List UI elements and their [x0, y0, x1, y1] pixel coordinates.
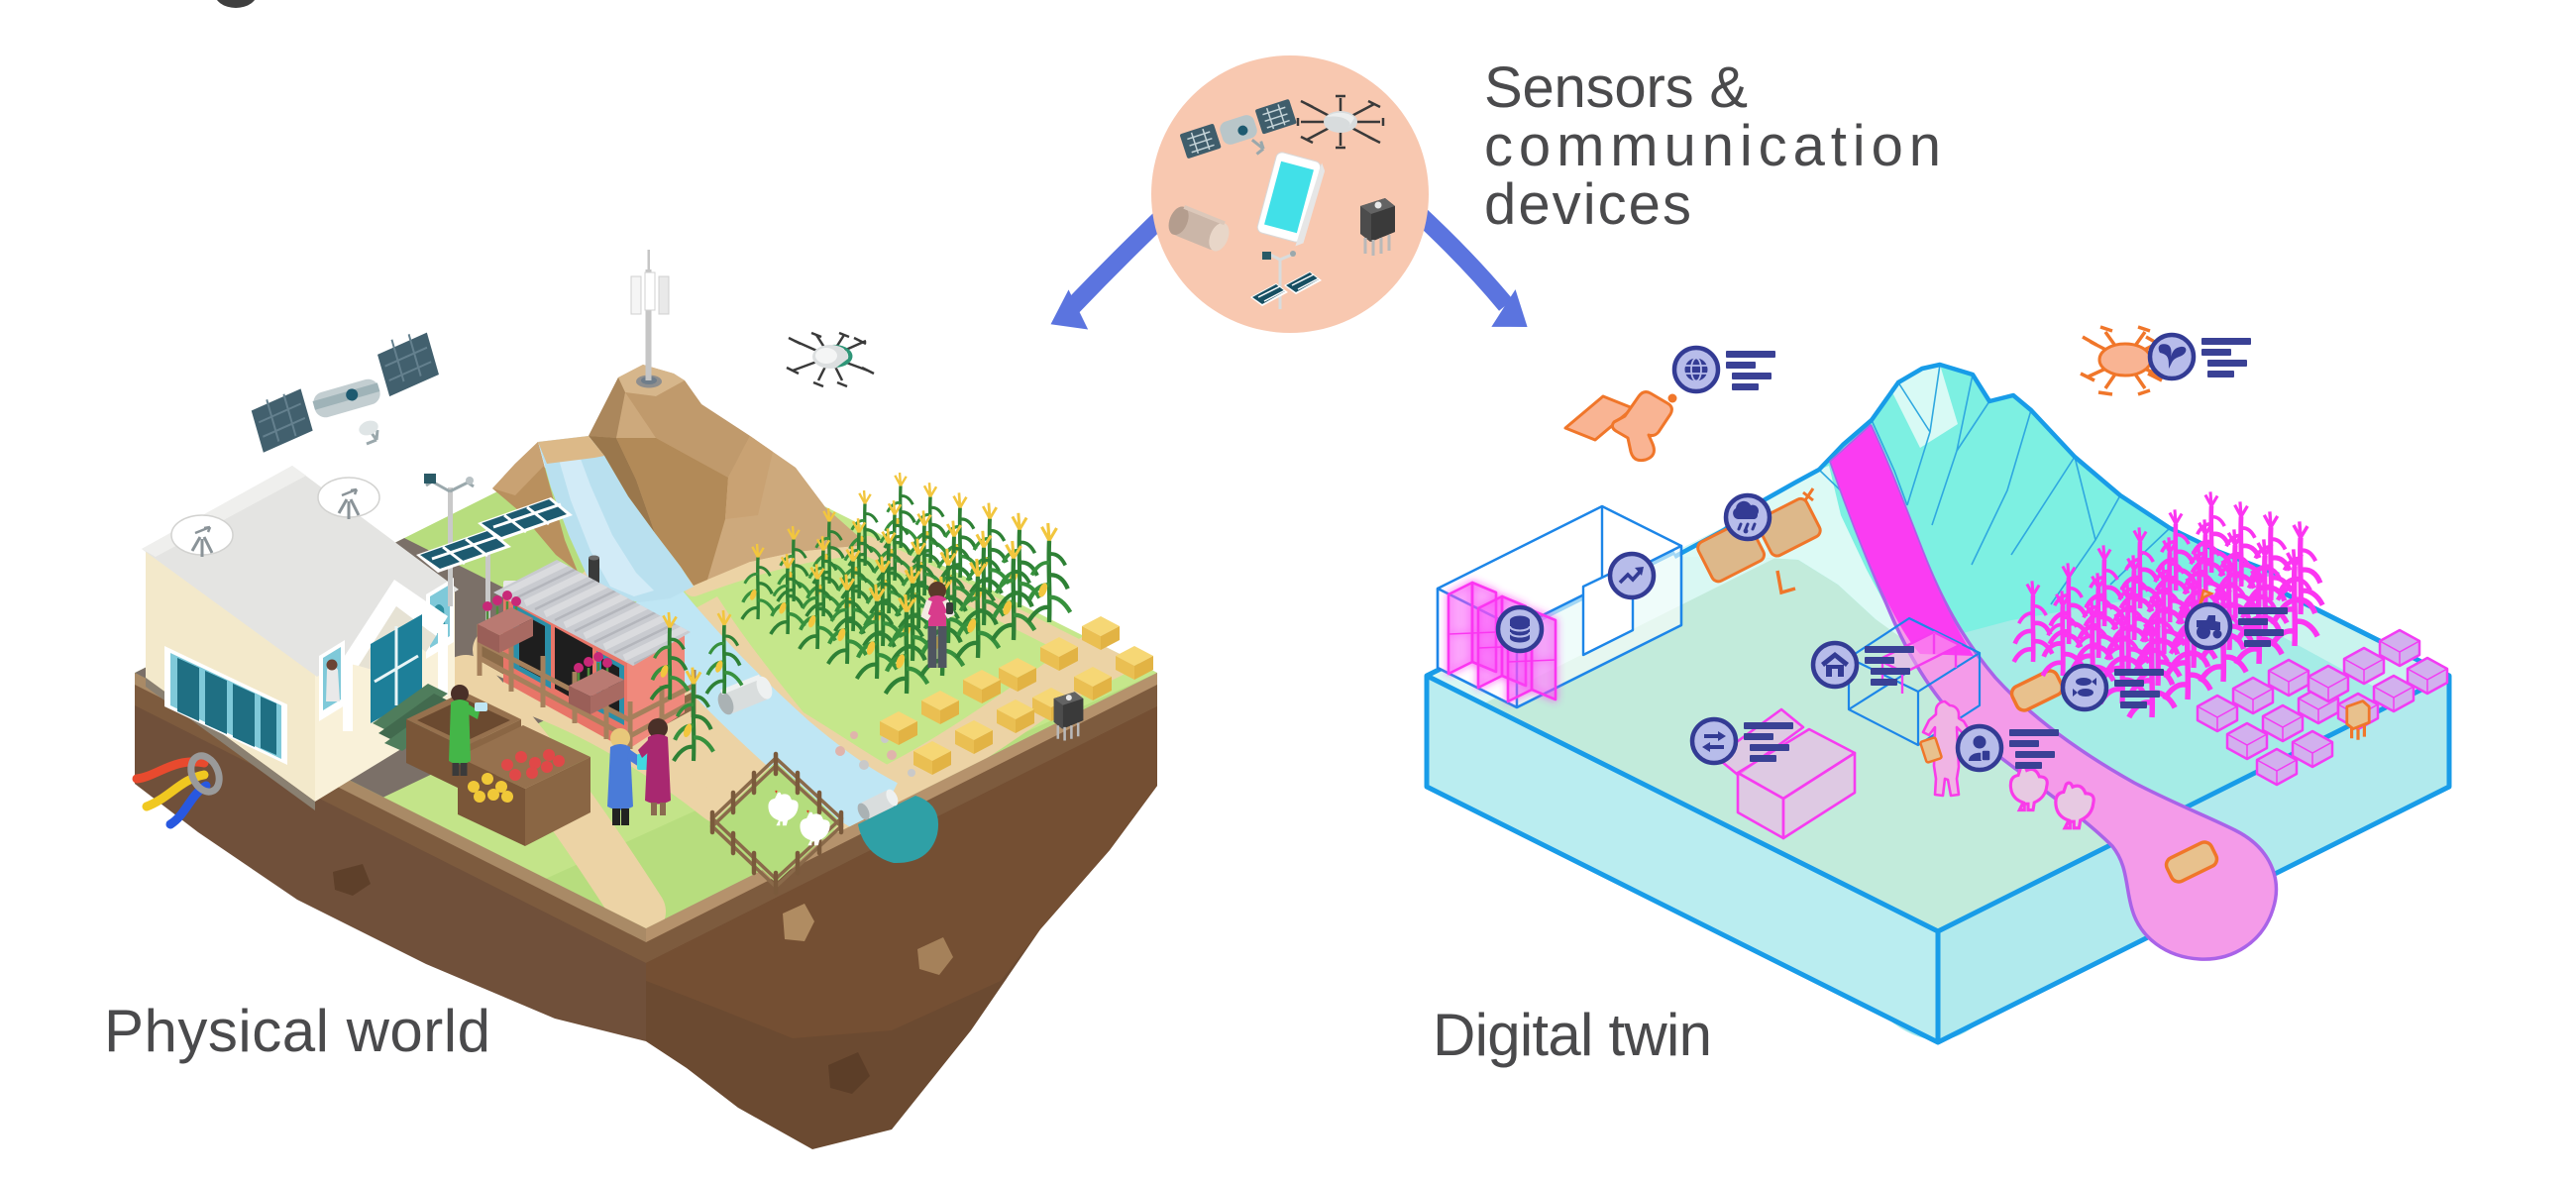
svg-text:Physical world: Physical world	[104, 998, 490, 1064]
svg-text:Digital twin: Digital twin	[1433, 1002, 1712, 1068]
svg-text:devices: devices	[1484, 172, 1691, 237]
svg-text:communication: communication	[1484, 114, 1941, 178]
svg-text:Sensors &: Sensors &	[1484, 55, 1748, 120]
